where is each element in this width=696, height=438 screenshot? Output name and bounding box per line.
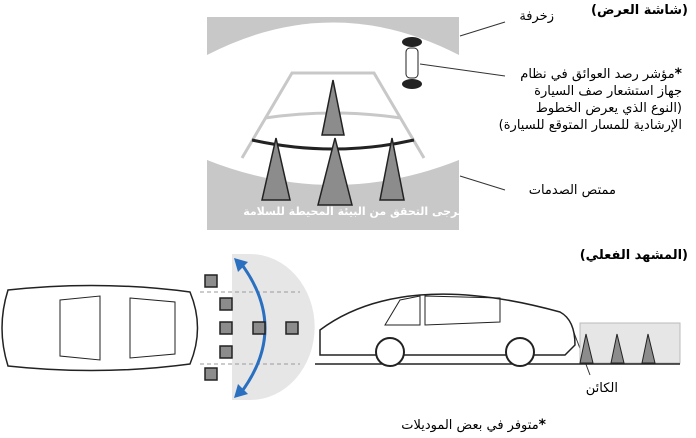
cone-icon bbox=[317, 137, 353, 206]
side-view-car bbox=[315, 293, 681, 367]
asterisk-marker: * bbox=[538, 417, 546, 433]
label-line: مؤشر رصد العوائق في نظام bbox=[520, 67, 675, 82]
display-screen bbox=[207, 17, 459, 230]
footnote-text: متوفر في بعض الموديلات bbox=[401, 418, 539, 433]
asterisk-marker: * bbox=[674, 66, 682, 82]
screen-cones bbox=[261, 79, 405, 206]
label-line: الإرشادية للمسار المتوقع للسيارة) bbox=[498, 118, 682, 133]
display-screen-heading: (شاشة العرض) bbox=[591, 3, 688, 18]
footnote: *متوفر في بعض الموديلات bbox=[401, 417, 546, 434]
sensor-range-area bbox=[232, 254, 315, 400]
cone-icon bbox=[321, 79, 345, 136]
sensor-zone bbox=[579, 322, 681, 364]
cone-icon bbox=[261, 137, 291, 201]
actual-scene-heading: (المشهد الفعلي) bbox=[579, 248, 688, 263]
top-view-car bbox=[1, 254, 315, 400]
label-line: جهاز استشعار صف السيارة bbox=[534, 84, 682, 99]
object-label: الكائن bbox=[585, 381, 618, 396]
side-cones bbox=[579, 333, 656, 364]
cone-icon bbox=[379, 137, 405, 201]
obstacle-markers bbox=[204, 274, 299, 381]
sensor-indicator-icon bbox=[402, 37, 422, 89]
screen-warning-text: يرجى التحقق من البيئة المحيطة للسلامة bbox=[243, 205, 462, 218]
label-line: (النوع الذي يعرض الخطوط bbox=[535, 101, 682, 116]
sensor-indicator-label: *مؤشر رصد العوائق في نظام جهاز استشعار ص… bbox=[499, 66, 682, 134]
leader-lines bbox=[419, 21, 591, 376]
decoration-label: زخرفة bbox=[519, 9, 554, 24]
bumper-label: ممتص الصدمات bbox=[528, 183, 616, 198]
